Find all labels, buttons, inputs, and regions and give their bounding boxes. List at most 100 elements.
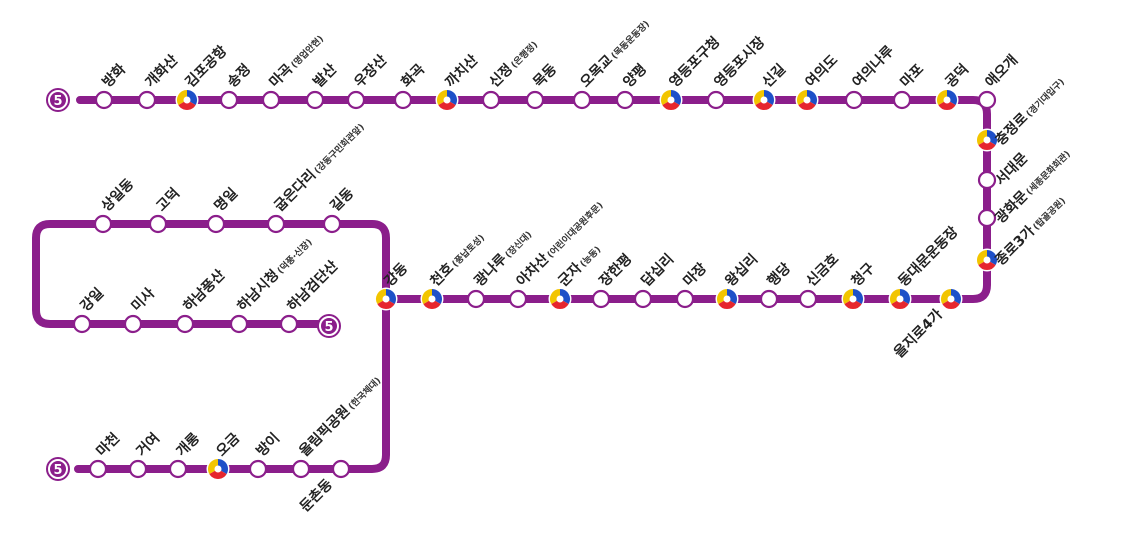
station-marker[interactable]	[123, 314, 143, 334]
line-badge-fill	[50, 461, 66, 477]
station-name: 답십리	[638, 250, 677, 289]
station-marker[interactable]	[572, 90, 592, 110]
station-name: 애오개	[983, 52, 1022, 91]
line-badge-fill	[321, 318, 337, 334]
station-marker[interactable]	[706, 90, 726, 110]
station-marker[interactable]	[148, 214, 168, 234]
station-name: 신길	[760, 61, 790, 91]
station-marker[interactable]	[525, 90, 545, 110]
station-subname: (탑골공원)	[1030, 195, 1068, 233]
station-subname: (한국체대)	[346, 374, 384, 412]
station-marker[interactable]	[94, 90, 114, 110]
transfer-center	[849, 295, 857, 303]
station-marker[interactable]	[759, 289, 779, 309]
track-east-loop	[32, 220, 390, 328]
station-name: 둔촌동	[297, 476, 336, 515]
station-marker[interactable]	[88, 459, 108, 479]
station-marker[interactable]	[261, 90, 281, 110]
station[interactable]: 오목교(목동운동장)	[572, 16, 653, 110]
station-name: 신금호	[804, 251, 843, 290]
station-marker[interactable]	[168, 459, 188, 479]
station-marker[interactable]	[291, 459, 311, 479]
station-name: 마포	[898, 61, 928, 91]
station-marker[interactable]	[615, 90, 635, 110]
station-marker[interactable]	[481, 90, 501, 110]
line-number-badges: 555	[46, 88, 341, 481]
station-name: 을지로4가	[891, 306, 946, 361]
transfer-center	[556, 295, 564, 303]
transfer-segment	[755, 100, 773, 111]
station-marker[interactable]	[248, 459, 268, 479]
transfer-center	[896, 295, 904, 303]
station-name: 고덕	[153, 185, 183, 215]
transfer-center	[428, 295, 436, 303]
station-name: 장한평	[596, 250, 635, 289]
station-marker[interactable]	[892, 90, 912, 110]
station-subname: (세종문화회관)	[1023, 148, 1072, 197]
station-marker[interactable]	[229, 314, 249, 334]
station-marker[interactable]	[844, 90, 864, 110]
station-marker[interactable]	[93, 214, 113, 234]
station-marker[interactable]	[977, 90, 997, 110]
station[interactable]: 굽은다리(강동구민회관앞)	[266, 119, 367, 234]
station-name: 마천	[94, 430, 124, 460]
station-name: 올림픽공원(한국체대)	[296, 372, 384, 460]
station-name: 청구	[849, 260, 879, 290]
transfer-center	[983, 256, 991, 264]
station-subname: (명업안현)	[288, 33, 326, 71]
line-badge: 5	[317, 314, 341, 338]
transfer-segment	[938, 100, 956, 111]
station-marker[interactable]	[331, 459, 351, 479]
line-badge: 5	[46, 88, 70, 112]
transfer-center	[723, 295, 731, 303]
station-name: 까치산	[442, 51, 481, 90]
station-subname: (은행정)	[508, 39, 540, 71]
station-name: 김포공항	[182, 42, 231, 91]
transfer-segment	[798, 100, 816, 111]
station-name: 거여	[133, 430, 163, 460]
station-marker[interactable]	[128, 459, 148, 479]
station-name: 여의나루	[849, 42, 898, 91]
station-marker[interactable]	[266, 214, 286, 234]
station-marker[interactable]	[466, 289, 486, 309]
station-name: 목동	[531, 61, 561, 91]
station-marker[interactable]	[977, 170, 997, 190]
station-marker[interactable]	[305, 90, 325, 110]
station-marker[interactable]	[393, 90, 413, 110]
station-subname: (목동운동장)	[608, 18, 652, 62]
station-name: 발산	[310, 61, 340, 91]
transfer-center	[667, 96, 675, 104]
station[interactable]: 애오개	[977, 52, 1022, 110]
station-marker[interactable]	[72, 314, 92, 334]
station-marker[interactable]	[508, 289, 528, 309]
station-name: 길동	[328, 185, 358, 215]
route-tracks	[32, 96, 991, 473]
station-marker[interactable]	[206, 214, 226, 234]
transfer-segment	[662, 100, 680, 111]
station-subname: (장신대)	[502, 229, 534, 261]
station-name: 공덕	[942, 61, 972, 91]
station-name: 개롱	[174, 430, 204, 460]
transfer-center	[382, 295, 390, 303]
station-name: 양평	[620, 61, 650, 91]
station-marker[interactable]	[219, 90, 239, 110]
station-subname: (강동구민회관앞)	[311, 121, 366, 176]
station-marker[interactable]	[798, 289, 818, 309]
station-marker[interactable]	[346, 90, 366, 110]
station-marker[interactable]	[675, 289, 695, 309]
station-marker[interactable]	[279, 314, 299, 334]
station-name: 하남풍산	[180, 266, 229, 315]
station-subname: (풍납토성)	[449, 232, 487, 270]
station-marker[interactable]	[633, 289, 653, 309]
station-marker[interactable]	[977, 208, 997, 228]
station-marker[interactable]	[175, 314, 195, 334]
transfer-center	[443, 96, 451, 104]
station-marker[interactable]	[591, 289, 611, 309]
transfer-center	[760, 96, 768, 104]
station-marker[interactable]	[137, 90, 157, 110]
station[interactable]: 하남시청(덕풍·신장)	[229, 233, 315, 334]
station-marker[interactable]	[322, 214, 342, 234]
